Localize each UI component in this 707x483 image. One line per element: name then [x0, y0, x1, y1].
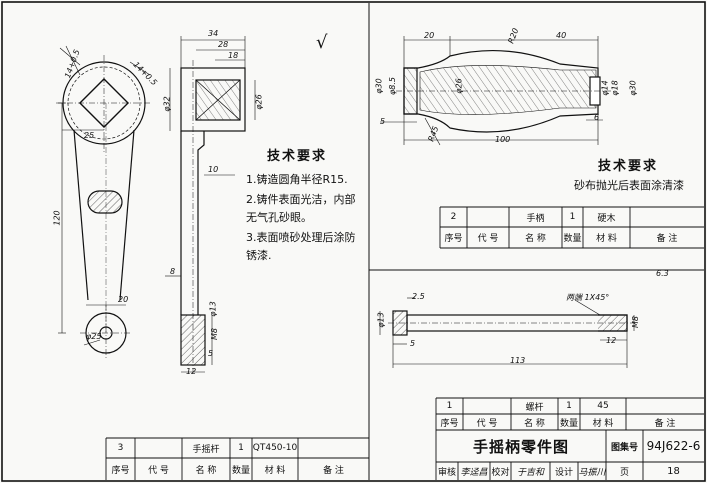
grip-dim-20: 20 [424, 31, 435, 40]
bottom-table-no: 1 [446, 401, 453, 411]
right-table-h-qty: 数量 [563, 234, 582, 244]
dim-25: 25 [84, 131, 95, 140]
bolt-view [388, 310, 635, 336]
handle-note-line-2: 2.铸件表面光洁，内部 [246, 193, 356, 206]
grip-dim-phi14: φ14 [600, 80, 610, 96]
bolt-dim-phi13: φ13 [376, 312, 386, 328]
left-table-h-remark: 备 注 [323, 465, 344, 476]
bolt-dim-113: 113 [510, 356, 526, 365]
bolt-dim-M8: M8 [631, 316, 640, 328]
grip-dim-phi30: φ30 [374, 78, 384, 94]
page-label: 页 [619, 467, 629, 478]
left-table-name: 手摇杆 [192, 444, 220, 455]
check-signature: 于吉和 [516, 467, 544, 478]
grip-view [396, 49, 612, 133]
bolt-dim-5: 5 [410, 339, 416, 348]
bolt-dim-2.5: 2.5 [412, 292, 425, 301]
grip-dim-phi18: φ18 [610, 80, 620, 96]
grip-dim-5: 5 [380, 117, 386, 126]
drawing-title: 手摇柄零件图 [472, 437, 569, 456]
dim-20: 20 [118, 295, 129, 304]
bolt-dims [379, 297, 635, 368]
left-table-no: 3 [117, 443, 124, 453]
dim-phi25: φ25 [86, 332, 102, 341]
bottom-table-h-no: 序号 [440, 418, 459, 429]
right-table-qty: 1 [569, 212, 576, 222]
bottom-table-h-remark: 备 注 [654, 418, 676, 429]
dim-phi32: φ32 [162, 96, 172, 112]
handle-note-line-5: 锈漆. [246, 249, 272, 262]
right-table-h-code: 代 号 [477, 234, 499, 244]
page-number: 18 [667, 465, 680, 477]
right-table-h-material: 材 料 [596, 234, 617, 244]
handle-note-line-1: 1.铸造圆角半径R15. [246, 173, 348, 186]
crank-side-dims [165, 36, 256, 373]
dim-28: 28 [218, 40, 229, 49]
dim-M8: M8 [210, 328, 219, 340]
right-table-material: 硬木 [597, 213, 616, 224]
design-signature: 马振川 [578, 467, 606, 478]
dim-34: 34 [208, 29, 219, 38]
title-block-grid [435, 397, 704, 480]
dim-120: 120 [52, 210, 62, 226]
surface-finish-mark-top: √ [316, 32, 328, 53]
bottom-table-h-name: 名 称 [524, 418, 545, 429]
dim-12: 12 [186, 367, 197, 376]
dim-8: 8 [170, 267, 176, 276]
left-table-material: QT450-10 [252, 443, 298, 453]
handle-note-line-3: 无气孔砂眼。 [246, 211, 312, 224]
handle-notes-title: 技术要求 [267, 149, 328, 164]
grip-notes-title: 技术要求 [598, 159, 659, 174]
review-label: 审核 [437, 467, 456, 478]
left-table-h-qty: 数量 [231, 465, 250, 476]
right-table-name: 手柄 [526, 213, 545, 224]
atlas-number: 94J622-6 [646, 439, 701, 453]
grip-note-line: 砂布抛光后表面涂清漆 [574, 179, 684, 192]
grip-dim-phi26: φ26 [454, 78, 464, 94]
bottom-table-h-code: 代 号 [476, 418, 498, 429]
grip-dim-100: 100 [495, 135, 511, 144]
dim-18: 18 [228, 51, 239, 60]
bottom-table-qty: 1 [566, 401, 572, 411]
right-table-h-no: 序号 [444, 234, 463, 244]
bottom-table-h-qty: 数量 [559, 418, 578, 429]
bolt-dim-12: 12 [606, 336, 617, 345]
right-table-h-remark: 备 注 [656, 234, 678, 244]
dim-10: 10 [208, 165, 219, 174]
left-table-h-material: 材 料 [264, 465, 286, 476]
dim-phi26: φ26 [254, 94, 264, 110]
left-table-h-name: 名 称 [195, 465, 217, 476]
right-table-no: 2 [450, 212, 457, 222]
grip-dim-phi8.5: φ8.5 [388, 77, 397, 95]
review-signature: 李迳昌 [460, 467, 488, 478]
check-label: 校对 [491, 467, 510, 478]
bottom-table-h-material: 材 料 [592, 418, 614, 429]
bottom-table-material: 45 [597, 401, 609, 411]
parts-table-left-grid [105, 437, 369, 480]
parts-table-right-grid [439, 206, 704, 249]
dim-phi13: φ13 [208, 301, 218, 317]
grip-dims [380, 36, 603, 146]
right-table-h-name: 名 称 [525, 234, 546, 244]
crank-side-view [180, 60, 246, 372]
dim-5: 5 [208, 349, 214, 358]
atlas-label: 图集号 [610, 442, 638, 453]
design-label: 设计 [554, 467, 573, 478]
grip-dim-6: 6 [594, 113, 600, 122]
bottom-table-name: 螺杆 [525, 402, 544, 413]
grip-dim-40: 40 [556, 31, 567, 40]
grip-dim-phi30-right: φ30 [628, 80, 638, 96]
left-table-h-no: 序号 [111, 465, 130, 476]
left-table-h-code: 代 号 [148, 465, 169, 476]
bolt-chamfer-note: 两端 1X45° [566, 293, 610, 302]
crank-front-view [56, 55, 152, 360]
left-table-qty: 1 [238, 443, 244, 453]
surface-finish-mark-bolt: 6.3 [656, 269, 669, 278]
crank-front-dims [58, 45, 151, 346]
handle-note-line-4: 3.表面喷砂处理后涂防 [246, 231, 356, 244]
